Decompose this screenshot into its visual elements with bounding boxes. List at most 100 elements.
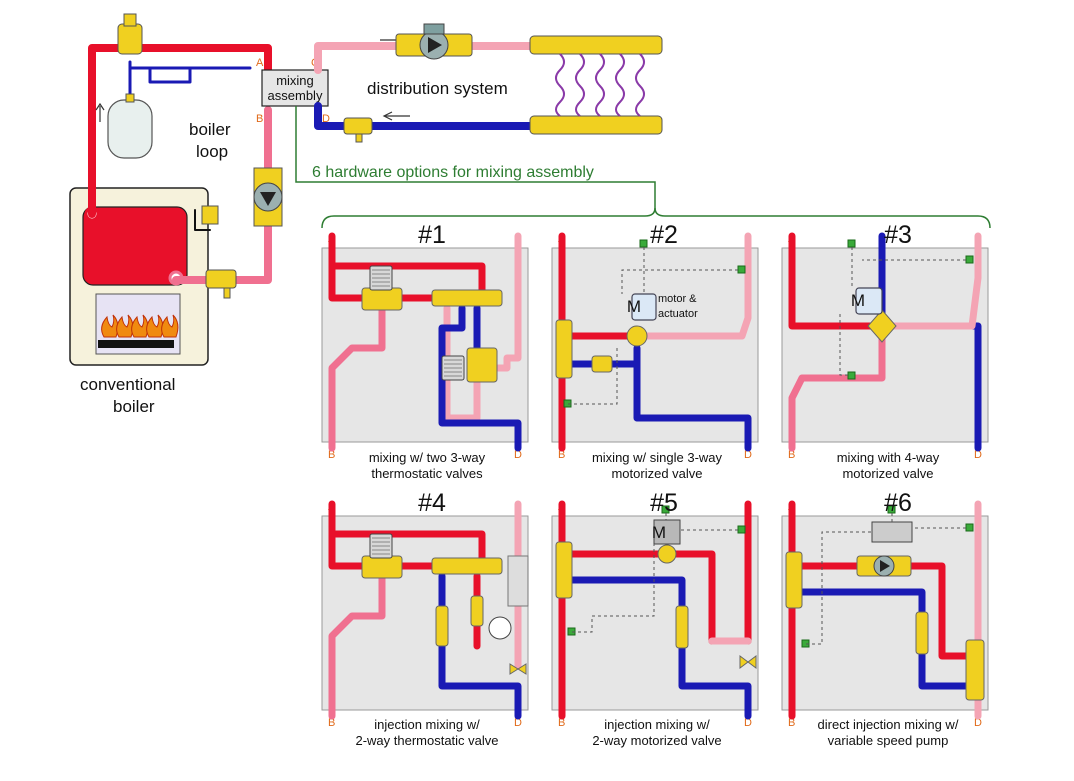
pipe [788,232,886,330]
sensor-icon [737,525,746,534]
flame-icon [101,314,179,338]
port-label: B [558,717,565,729]
pipe [328,570,386,720]
option-caption-line-2: thermostatic valves [371,466,483,481]
distribution-circulator-pump [395,23,473,60]
tee-fitting [431,289,503,307]
air-separator [117,13,143,55]
port-label: B [788,449,795,461]
option-1-texts: #1 mixing w/ two 3-way thermostatic valv… [369,221,486,481]
port-label: B [788,717,795,729]
mixing-box-line-1: mixing [276,73,314,88]
motor-icon [631,293,657,321]
option-number: #1 [418,221,446,249]
two-way-thermostatic-valve [470,595,484,627]
option-caption-line-1: direct injection mixing w/ [818,717,959,732]
sensor-icon [847,239,856,248]
thermostatic-actuator-icon [441,355,465,381]
port-label: D [744,449,752,461]
control-wire [568,247,738,405]
pipe [328,262,376,302]
pump-icon [873,555,895,577]
closely-spaced-tees [555,319,573,379]
pipe [328,302,386,452]
motor-icon [855,287,883,315]
mixing-assembly-box: mixing assembly [261,69,329,107]
distribution-label: distribution system [367,79,508,98]
sensor-icon [737,265,746,274]
three-way-valve [361,555,403,579]
option-5-texts: #5 injection mixing w/ 2-way motorized v… [592,489,721,748]
thermostat-bulb-icon [488,616,512,640]
option-3-texts: #3 mixing with 4-way motorized valve [837,221,940,481]
two-way-motorized-valve [657,544,677,564]
port-d: D [322,113,330,125]
three-way-valve [466,347,498,383]
relief-valve [201,205,219,225]
port-a: A [256,57,264,69]
loop-label-line-2: loop [196,142,228,161]
balancing-valve [343,117,373,143]
options-title: 6 hardware options for mixing assembly [312,164,594,181]
option-number: #2 [650,221,678,249]
option-caption-line-1: injection mixing w/ [374,717,480,732]
option-caption-line-1: mixing w/ single 3-way [592,450,723,465]
sensor-icon [639,239,648,248]
boiler-circulator-pump [253,167,283,227]
boiler-label-line-1: conventional [80,375,175,394]
port-label: B [328,717,335,729]
pipe [633,232,752,340]
flow-meter [675,605,689,649]
port-label: D [744,717,752,729]
pipe [328,500,486,570]
panel-background [551,515,759,711]
port-label: D [514,449,522,461]
control-wire [839,247,966,376]
sensor-well [507,555,529,607]
variable-speed-controller [871,521,913,543]
motor-label: M [652,523,666,542]
control-wire [572,513,738,633]
thermostatic-actuator-icon [369,533,393,559]
motor-label: M [851,291,865,310]
boiler-label-line-2: boiler [113,397,155,416]
pipe [328,530,376,570]
option-caption-line-2: motorized valve [611,466,702,481]
option-caption-line-2: motorized valve [842,466,933,481]
expansion-tank [107,93,153,159]
flow-meter [915,611,929,655]
flow-arrow-icon [382,111,393,121]
closely-spaced-tees [785,551,803,609]
option-number: #3 [884,221,912,249]
mixing-box-line-2: assembly [268,88,323,103]
option-caption-line-2: 2-way thermostatic valve [355,733,498,748]
manifold-station [529,35,663,135]
option-caption-line-2: 2-way motorized valve [592,733,721,748]
tee-fitting [431,557,503,575]
thermostatic-actuator-icon [369,265,393,291]
pipe [788,322,886,452]
option-number: #4 [418,489,446,517]
motor-icon [653,519,681,545]
option-caption-line-1: mixing with 4-way [837,450,940,465]
option-number: #6 [884,489,912,517]
panel-background [551,247,759,443]
sensor-icon [847,371,856,380]
motor-label: M [627,297,641,316]
three-way-valve [361,287,403,311]
options-bracket [295,106,991,229]
port-label: B [328,449,335,461]
option-caption-line-1: injection mixing w/ [604,717,710,732]
control-wire [806,513,966,645]
motor-note-line-2: actuator [658,308,698,320]
panel-background [781,515,989,711]
port-label: B [558,449,565,461]
pipe [568,360,752,452]
flow-arrow-icon [95,102,105,111]
